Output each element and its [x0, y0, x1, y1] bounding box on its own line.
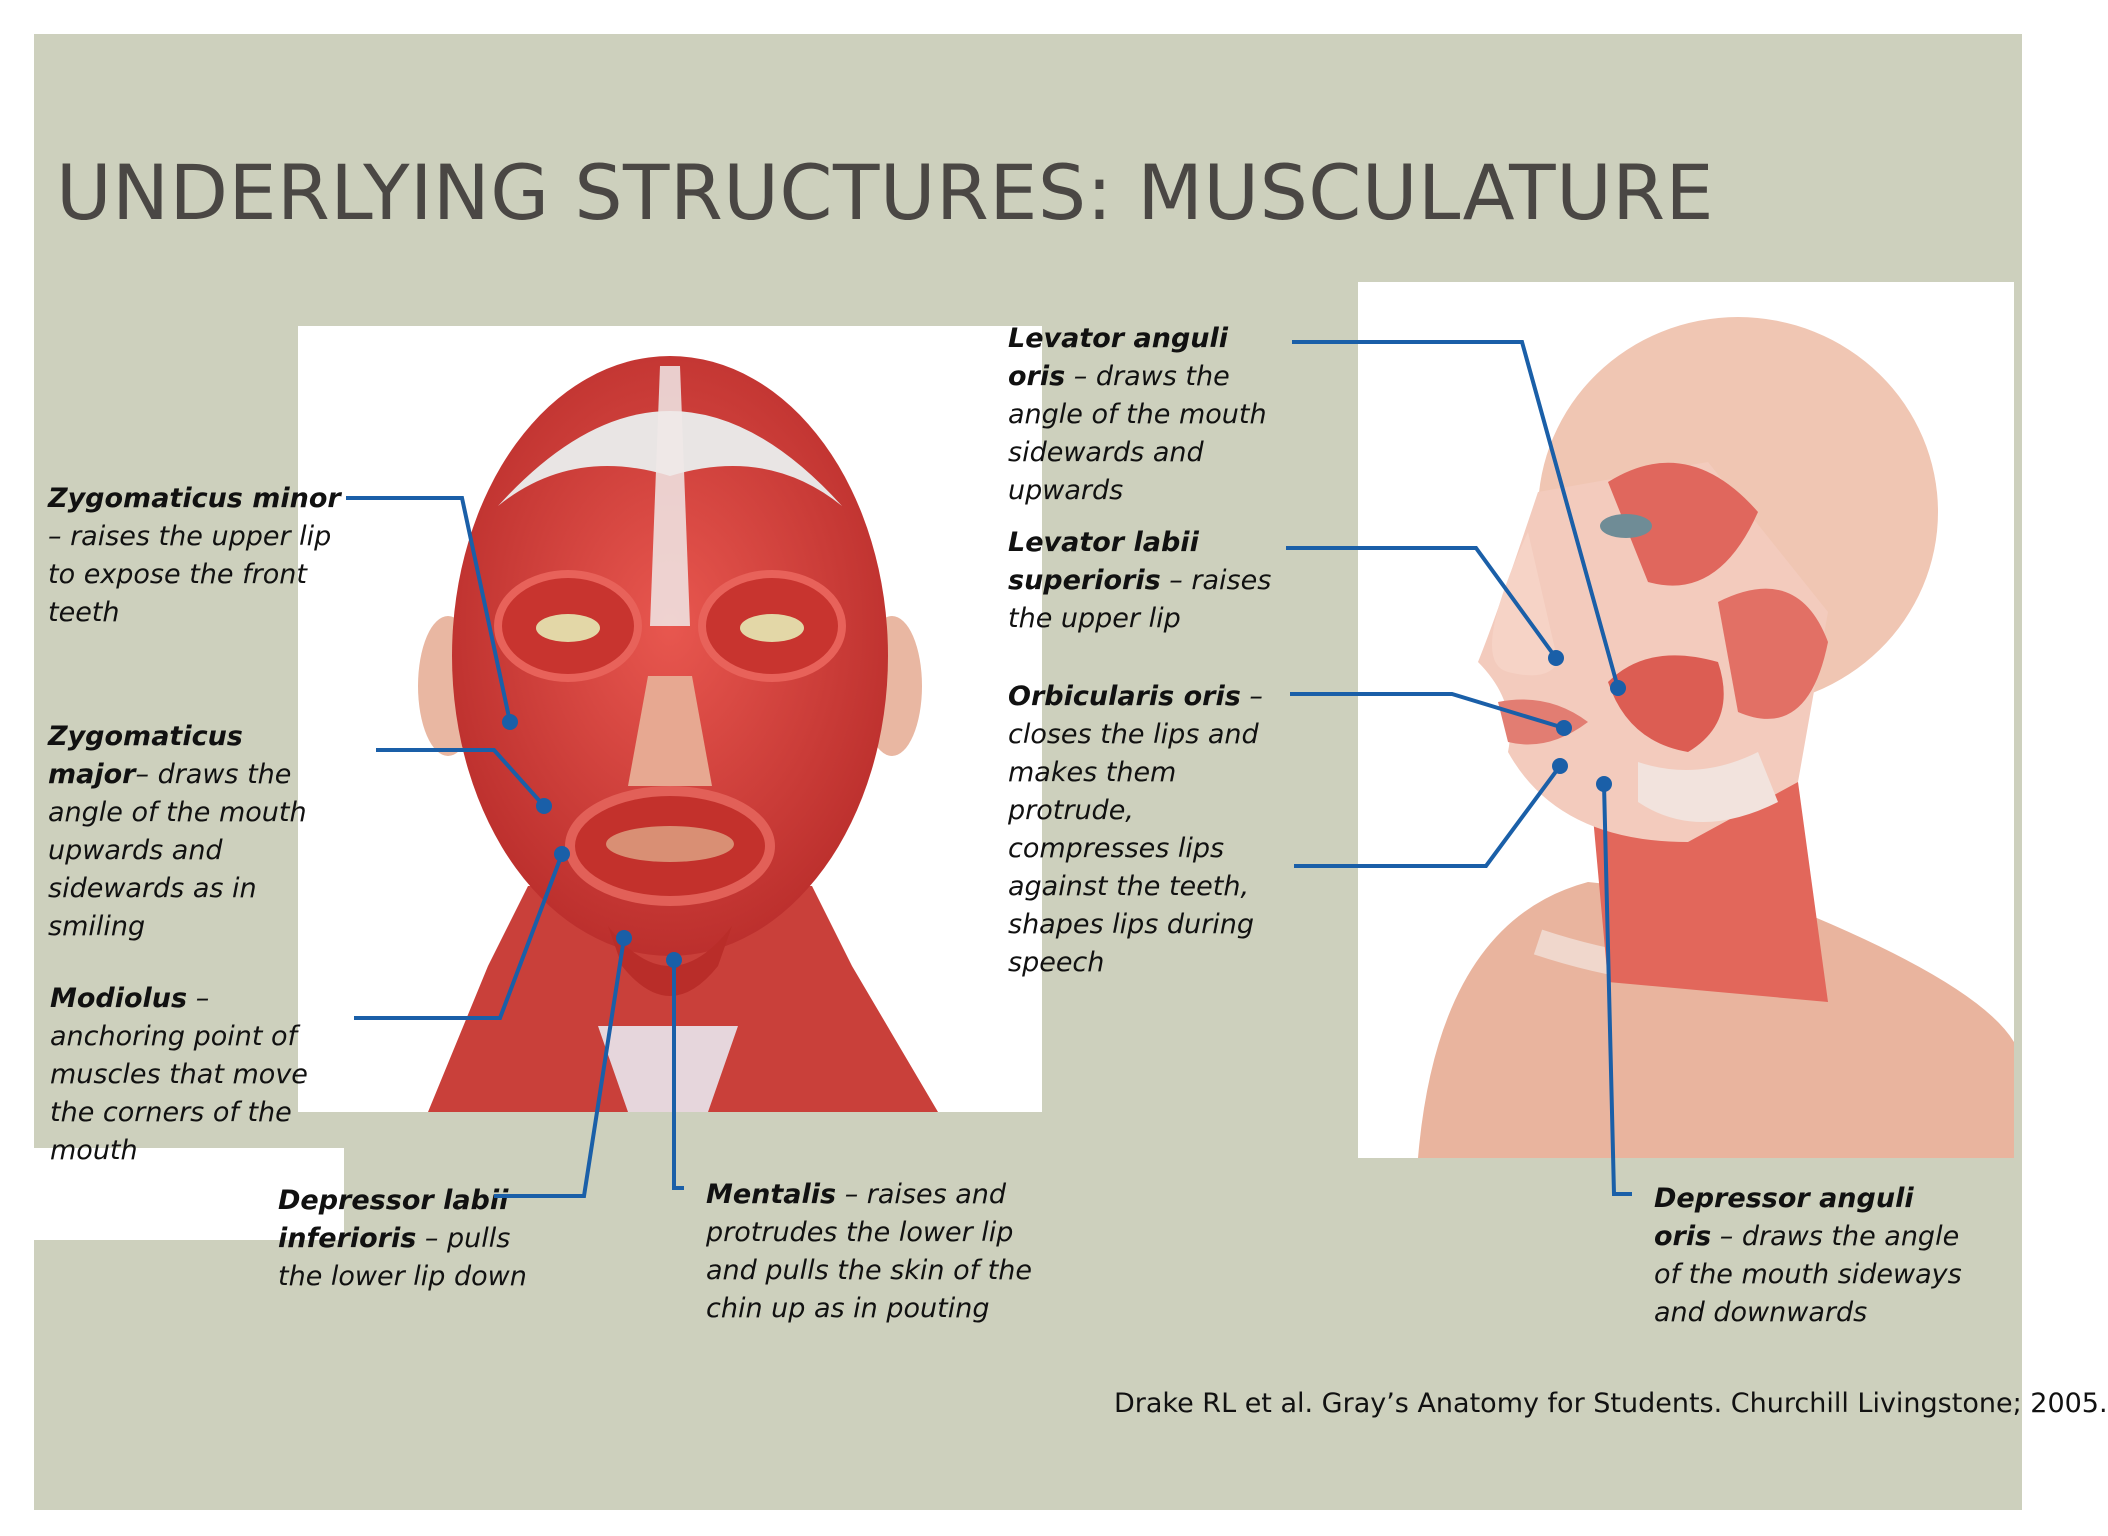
- modiolus-label-background: [34, 1148, 344, 1240]
- slide-title: UNDERLYING STRUCTURES: MUSCULATURE: [56, 148, 1715, 237]
- label-levator-labii-superioris: Levator labii superioris – raises the up…: [1008, 524, 1278, 638]
- depressor-anguli-oris-name: Depressor anguli oris: [1654, 1183, 1914, 1252]
- label-zygomaticus-minor: Zygomaticus minor – raises the upper lip…: [48, 480, 348, 632]
- citation: Drake RL et al. Gray’s Anatomy for Stude…: [1114, 1388, 2108, 1419]
- zygomaticus-major-desc: – draws the angle of the mouth upwards a…: [48, 759, 307, 942]
- label-depressor-anguli-oris: Depressor anguli oris – draws the angle …: [1654, 1180, 1974, 1332]
- label-orbicularis-oris: Orbicularis oris – closes the lips and m…: [1008, 678, 1278, 982]
- depressor-labii-inferioris-desc: – pulls the lower lip down: [278, 1223, 527, 1292]
- zygomaticus-minor-desc: – raises the upper lip to expose the fro…: [48, 521, 332, 628]
- levator-labii-superioris-desc: – raises the upper lip: [1008, 565, 1272, 634]
- label-mentalis: Mentalis – raises and protrudes the lowe…: [706, 1176, 1036, 1328]
- front-head-muscles-image: [418, 356, 938, 1112]
- mentalis-desc: – raises and protrudes the lower lip and…: [706, 1179, 1032, 1324]
- levator-anguli-oris-desc: – draws the angle of the mouth sidewards…: [1008, 361, 1267, 506]
- levator-anguli-oris-name: Levator anguli oris: [1008, 323, 1229, 392]
- front-view-illustration: [298, 326, 1042, 1112]
- orbicularis-oris-desc: – closes the lips and makes them protrud…: [1008, 681, 1263, 978]
- orbicularis-oris-name: Orbicularis oris: [1008, 681, 1241, 712]
- label-depressor-labii-inferioris: Depressor labii inferioris – pulls the l…: [278, 1182, 558, 1296]
- side-head-muscles-image: [1418, 317, 2014, 1158]
- modiolus-name: Modiolus: [50, 983, 188, 1014]
- levator-labii-superioris-name: Levator labii superioris: [1008, 527, 1199, 596]
- label-zygomaticus-major: Zygomaticus major– draws the angle of th…: [48, 718, 348, 946]
- depressor-labii-inferioris-name: Depressor labii inferioris: [278, 1185, 509, 1254]
- depressor-anguli-oris-desc: – draws the angle of the mouth sideways …: [1654, 1221, 1962, 1328]
- side-view-illustration: [1358, 282, 2014, 1158]
- zygomaticus-major-name: Zygomaticus major: [48, 721, 243, 790]
- label-modiolus: Modiolus – anchoring point of muscles th…: [50, 980, 320, 1170]
- zygomaticus-minor-name: Zygomaticus minor: [48, 483, 341, 514]
- label-levator-anguli-oris: Levator anguli oris – draws the angle of…: [1008, 320, 1278, 510]
- mentalis-name: Mentalis: [706, 1179, 837, 1210]
- modiolus-desc: – anchoring point of muscles that move t…: [50, 983, 308, 1166]
